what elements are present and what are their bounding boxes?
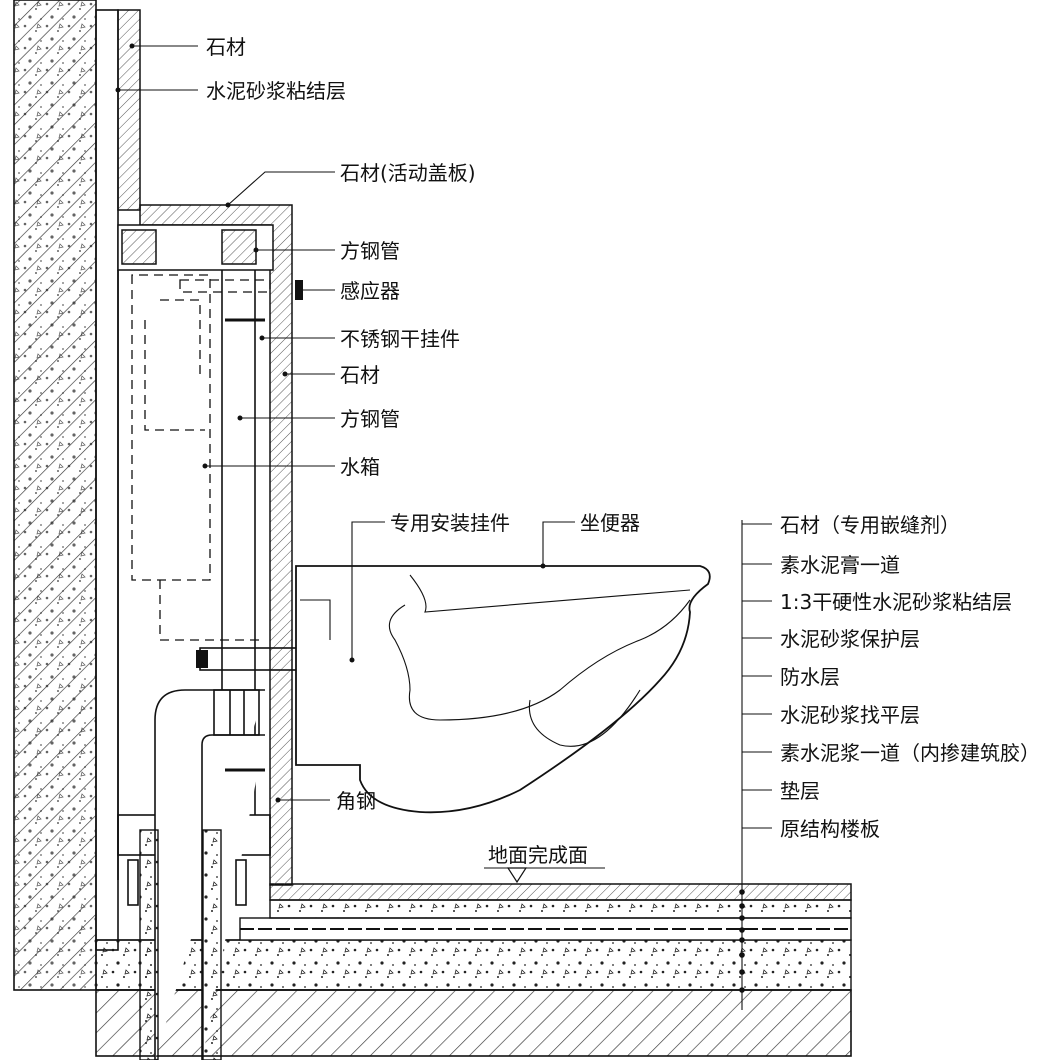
floor-layer-label: 原结构楼板	[780, 817, 880, 841]
annotation-labels: 石材 水泥砂浆粘结层 石材(活动盖板) 方钢管 感应器 不锈钢干挂件 石材 方钢…	[206, 35, 1040, 867]
label-angle-steel: 角钢	[336, 789, 376, 813]
label-stone-top: 石材	[206, 35, 246, 59]
floor-finish-marker	[484, 867, 605, 884]
label-toilet: 坐便器	[580, 511, 640, 535]
label-stone-front: 石材	[340, 363, 380, 387]
layer-leader	[739, 520, 745, 1010]
floor-layer-label: 石材（专用嵌缝剂）	[780, 513, 960, 537]
label-floor-finish: 地面完成面	[488, 843, 588, 867]
structural-wall	[13, 0, 97, 991]
label-mortar-bond-top: 水泥砂浆粘结层	[206, 79, 346, 103]
cistern-outline	[131, 274, 271, 641]
floor-layer-label: 垫层	[780, 779, 820, 803]
label-cistern: 水箱	[340, 455, 380, 479]
label-square-tube-top: 方钢管	[340, 239, 400, 263]
drain-pipes	[139, 689, 265, 1060]
label-stone-cover: 石材(活动盖板)	[340, 161, 476, 185]
label-ss-hanger: 不锈钢干挂件	[340, 327, 460, 351]
floor-layer-label: 水泥砂浆保护层	[780, 627, 920, 651]
floor-layer-label: 素水泥膏一道	[780, 553, 900, 577]
floor-layer-label: 素水泥浆一道（内掺建筑胶）	[780, 741, 1040, 765]
label-square-tube-mid: 方钢管	[340, 407, 400, 431]
floor-layer-label: 防水层	[780, 665, 840, 689]
label-install-hanger: 专用安装挂件	[390, 511, 510, 535]
floor-layer-label: 水泥砂浆找平层	[780, 703, 920, 727]
floor-layer-label: 1:3干硬性水泥砂浆粘结层	[780, 590, 1012, 614]
leader-lines	[115, 43, 772, 829]
toilet-bowl	[295, 565, 711, 814]
stone-cabinet	[117, 204, 293, 886]
label-sensor: 感应器	[340, 279, 400, 303]
